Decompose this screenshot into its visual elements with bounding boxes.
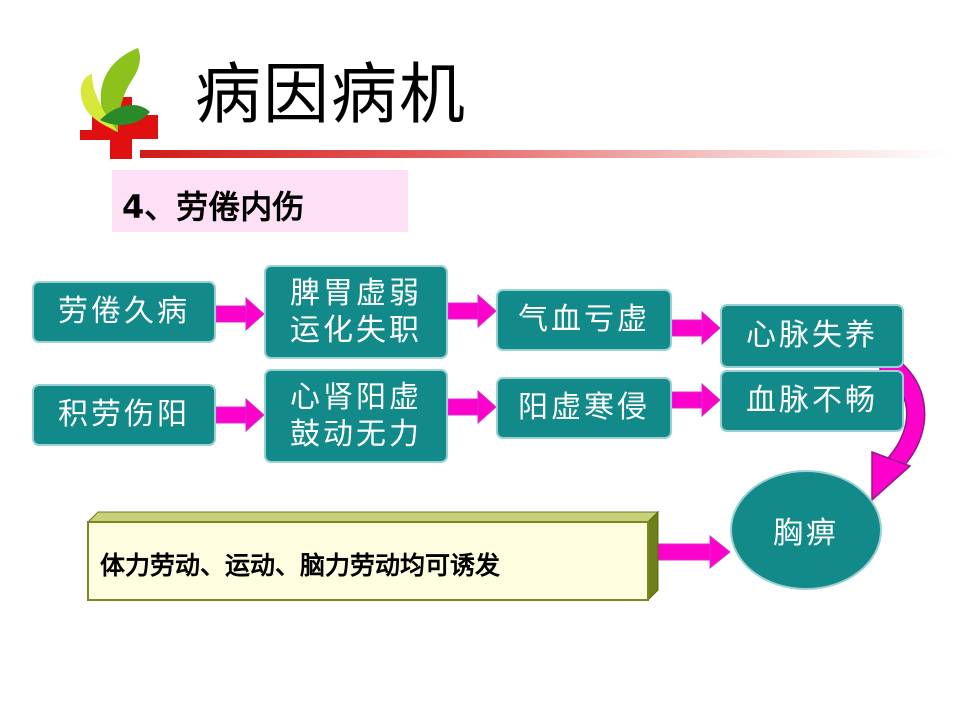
node-r2-3: 阳虚寒侵	[496, 377, 672, 439]
arrow-r2-3	[671, 382, 721, 418]
trigger-text: 体力劳动、运动、脑力劳动均可诱发	[100, 551, 501, 580]
node-r1-4: 心脉失养	[720, 304, 904, 368]
arrow-r1-1	[215, 296, 265, 332]
node-r2-4: 血脉不畅	[720, 370, 904, 432]
title-underline	[140, 150, 950, 158]
node-r1-3: 气血亏虚	[496, 289, 672, 351]
arrow-r1-2	[447, 293, 497, 329]
page-title: 病因病机	[195, 56, 467, 133]
arrow-r2-1	[215, 397, 265, 433]
result-node: 胸痹	[730, 470, 882, 590]
node-r2-2: 心肾阳虚 鼓动无力	[264, 369, 448, 463]
arrow-r1-3	[671, 310, 721, 346]
section-heading: 4、劳倦内伤	[112, 170, 408, 232]
node-r2-1: 积劳伤阳	[32, 384, 216, 446]
leaf-logo-icon	[80, 48, 150, 132]
node-r1-2: 脾胃虚弱 运化失职	[264, 265, 448, 359]
arrow-r2-2	[447, 389, 497, 425]
section-heading-text: 4、劳倦内伤	[122, 188, 305, 226]
node-r1-1: 劳倦久病	[32, 281, 216, 343]
arrow-trigger	[657, 534, 731, 570]
